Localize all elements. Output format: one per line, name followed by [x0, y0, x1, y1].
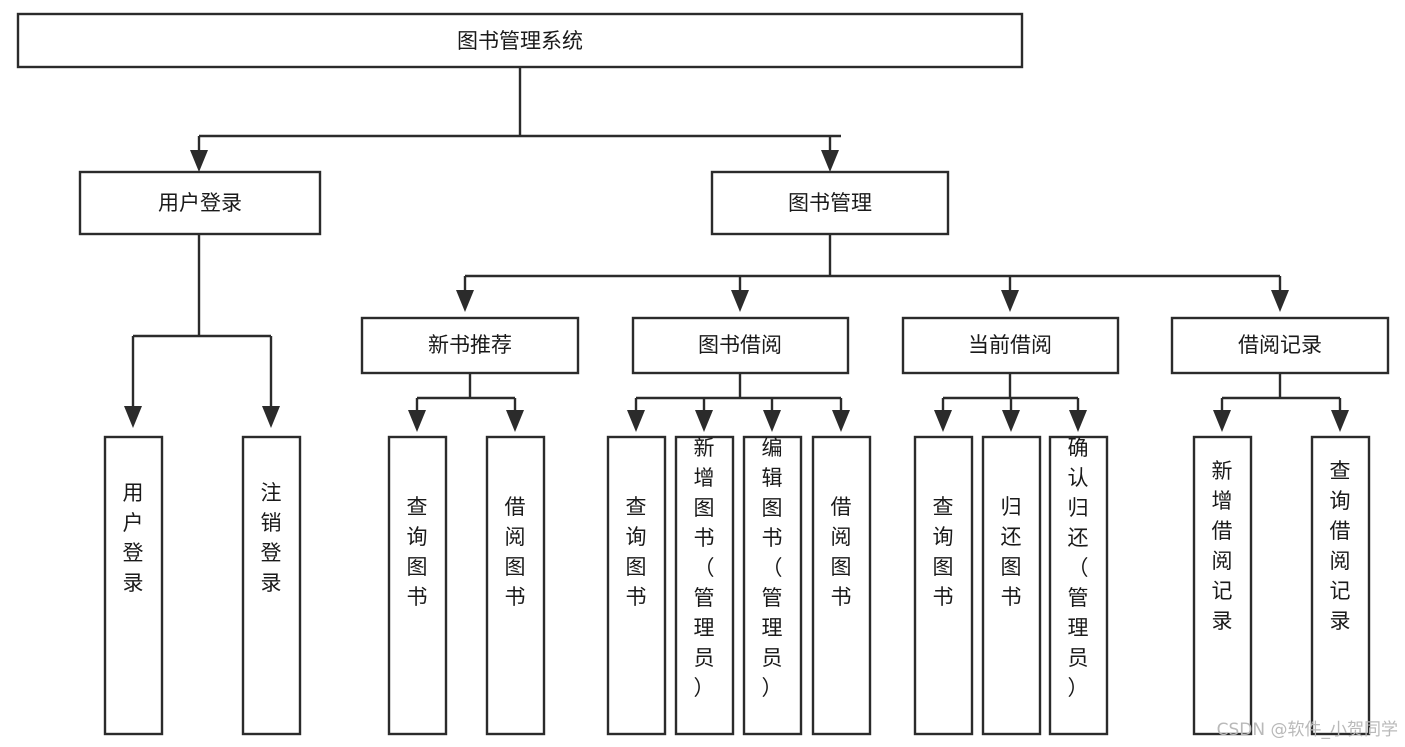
node-label-current-borrow: 当前借阅 — [968, 333, 1052, 357]
node-box-borrow-record[interactable] — [1170, 316, 1390, 375]
arrow-to-leaf-book-borrow-3 — [763, 410, 781, 432]
node-label-book-borrow: 图书借阅 — [698, 333, 782, 357]
node-label-new-book-recommend: 新书推荐 — [428, 333, 512, 357]
arrow-to-user-login — [190, 150, 208, 172]
leaf-book-borrow-1[interactable]: 查询图书 — [606, 435, 667, 736]
node-box-book-management[interactable] — [710, 170, 950, 236]
leaf-book-borrow-3[interactable]: 编辑图书（管理员） — [742, 435, 803, 736]
leaf-box-user-login-1[interactable] — [103, 435, 164, 736]
node-box-user-login[interactable] — [78, 170, 322, 236]
leaf-box-borrow-record-2[interactable] — [1310, 435, 1371, 736]
node-label-user-login: 用户登录 — [158, 191, 242, 215]
arrow-to-book-borrow — [731, 290, 749, 312]
leaf-current-borrow-2[interactable]: 归还图书 — [981, 435, 1042, 736]
arrow-to-leaf-current-borrow-1 — [934, 410, 952, 432]
leaf-user-login-1[interactable]: 用户登录 — [103, 435, 164, 736]
leaf-book-borrow-4[interactable]: 借阅图书 — [811, 435, 872, 736]
leaf-box-current-borrow-3[interactable] — [1048, 435, 1109, 736]
node-label-root: 图书管理系统 — [457, 29, 583, 53]
arrow-to-leaf-current-borrow-3 — [1069, 410, 1087, 432]
leaf-box-book-borrow-3[interactable] — [742, 435, 803, 736]
node-box-book-borrow[interactable] — [631, 316, 850, 375]
arrow-to-new-book — [456, 290, 474, 312]
connector-layer — [131, 67, 1342, 410]
leaf-box-new-book-1[interactable] — [387, 435, 448, 736]
leaf-label-book-borrow-3: 编辑图书（管理员） — [762, 436, 783, 700]
leaf-label-borrow-record-2: 查询借阅记录 — [1330, 459, 1351, 633]
arrow-to-borrow-record — [1271, 290, 1289, 312]
leaf-label-user-login-1: 用户登录 — [123, 481, 144, 595]
leaf-box-book-borrow-2[interactable] — [674, 435, 735, 736]
leaf-label-new-book-1: 查询图书 — [407, 495, 428, 609]
leaf-label-current-borrow-3: 确认归还（管理员） — [1068, 436, 1089, 700]
arrow-to-leaf-current-borrow-2 — [1002, 410, 1020, 432]
node-new-book-recommend[interactable]: 新书推荐 — [360, 316, 580, 375]
leaf-box-current-borrow-2[interactable] — [981, 435, 1042, 736]
leaf-box-new-book-2[interactable] — [485, 435, 546, 736]
leaf-label-user-login-2: 注销登录 — [261, 481, 282, 595]
leaf-label-current-borrow-1: 查询图书 — [933, 495, 954, 609]
leaf-label-current-borrow-2: 归还图书 — [1001, 495, 1022, 609]
node-borrow-record[interactable]: 借阅记录 — [1170, 316, 1390, 375]
node-root-book-management-system[interactable]: 图书管理系统 — [16, 12, 1024, 69]
node-user-login[interactable]: 用户登录 — [78, 170, 322, 236]
leaf-label-book-borrow-4: 借阅图书 — [831, 495, 852, 609]
node-label-borrow-record: 借阅记录 — [1238, 333, 1322, 357]
arrow-to-leaf-book-borrow-4 — [832, 410, 850, 432]
node-box-current-borrow[interactable] — [901, 316, 1120, 375]
arrow-to-leaf-borrow-record-1 — [1213, 410, 1231, 432]
node-book-borrow[interactable]: 图书借阅 — [631, 316, 850, 375]
leaf-user-login-2[interactable]: 注销登录 — [241, 435, 302, 736]
arrow-to-current-borrow — [1001, 290, 1019, 312]
leaf-label-book-borrow-1: 查询图书 — [626, 495, 647, 609]
leaf-borrow-record-1[interactable]: 新增借阅记录 — [1192, 435, 1253, 736]
arrow-to-leaf-book-borrow-2 — [695, 410, 713, 432]
node-current-borrow[interactable]: 当前借阅 — [901, 316, 1120, 375]
leaf-current-borrow-1[interactable]: 查询图书 — [913, 435, 974, 736]
leaf-new-book-2[interactable]: 借阅图书 — [485, 435, 546, 736]
node-label-book-management: 图书管理 — [788, 191, 872, 215]
leaf-label-book-borrow-2: 新增图书（管理员） — [694, 436, 715, 700]
arrow-to-leaf-borrow-record-2 — [1331, 410, 1349, 432]
arrow-to-book-manage — [821, 150, 839, 172]
leaf-label-new-book-2: 借阅图书 — [505, 495, 526, 609]
leaf-box-book-borrow-4[interactable] — [811, 435, 872, 736]
leaf-new-book-1[interactable]: 查询图书 — [387, 435, 448, 736]
leaf-box-borrow-record-1[interactable] — [1192, 435, 1253, 736]
arrow-to-leaf-book-borrow-1 — [627, 410, 645, 432]
arrow-to-leaf-new-book-2 — [506, 410, 524, 432]
node-box-new-book-recommend[interactable] — [360, 316, 580, 375]
arrow-to-leaf-user-login-1 — [124, 406, 142, 428]
node-box-root[interactable] — [16, 12, 1024, 69]
leaf-current-borrow-3[interactable]: 确认归还（管理员） — [1048, 435, 1109, 736]
watermark-label: CSDN @软件_小贺同学 — [1217, 720, 1398, 740]
leaf-book-borrow-2[interactable]: 新增图书（管理员） — [674, 435, 735, 736]
leaf-box-current-borrow-1[interactable] — [913, 435, 974, 736]
leaf-label-borrow-record-1: 新增借阅记录 — [1212, 459, 1233, 633]
leaf-borrow-record-2[interactable]: 查询借阅记录 — [1310, 435, 1371, 736]
leaf-box-user-login-2[interactable] — [241, 435, 302, 736]
node-book-management[interactable]: 图书管理 — [710, 170, 950, 236]
leaf-box-book-borrow-1[interactable] — [606, 435, 667, 736]
arrow-to-leaf-new-book-1 — [408, 410, 426, 432]
arrow-to-leaf-user-login-2 — [262, 406, 280, 428]
